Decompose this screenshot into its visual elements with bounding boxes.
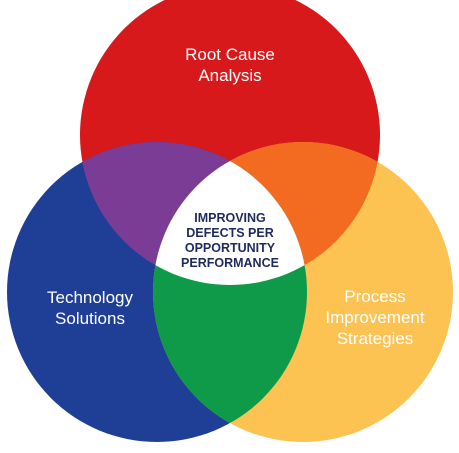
process-improvement-strategies-label: Process Improvement Strategies	[325, 287, 425, 348]
root-cause-analysis-label: Root Cause Analysis	[185, 45, 275, 85]
technology-solutions-label: Technology Solutions	[46, 288, 133, 328]
center-label: IMPROVING DEFECTS PER OPPORTUNITY PERFOR…	[181, 211, 279, 270]
overlap-center	[153, 142, 307, 285]
